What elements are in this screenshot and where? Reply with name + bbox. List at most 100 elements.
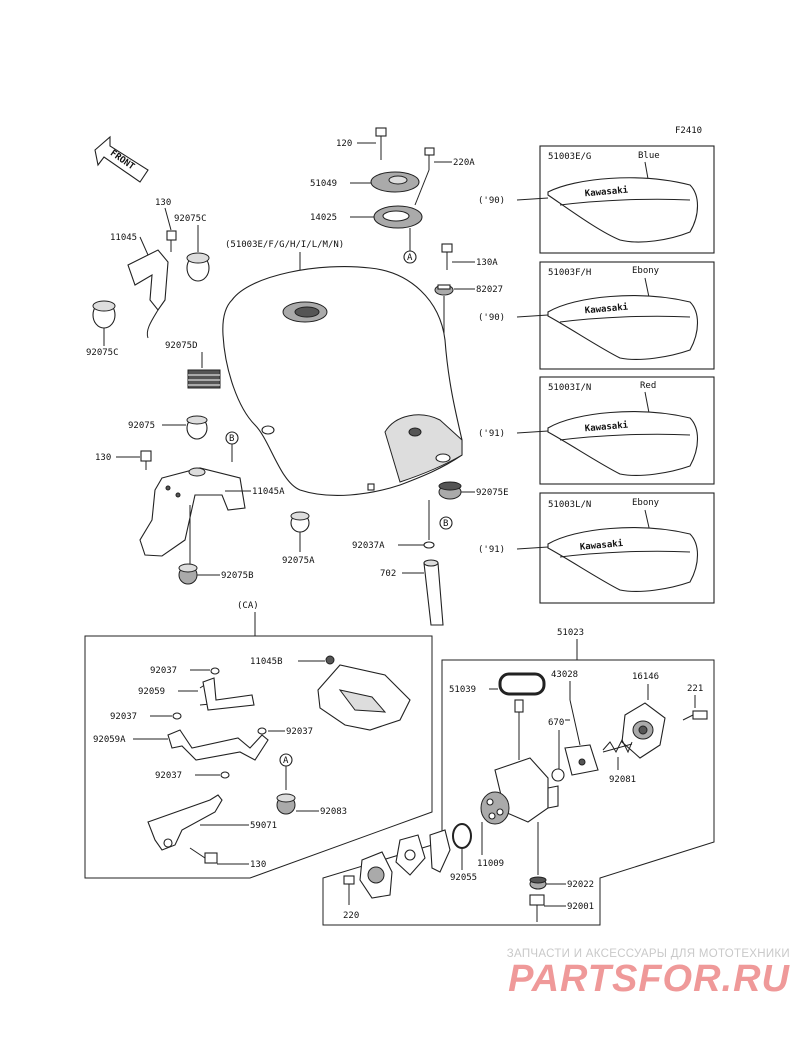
oring-670-icon [551,768,565,782]
variant-3-color: Red [640,381,656,391]
label-670: 670 [548,718,564,728]
variant-box-4: 51003L/N Ebony Kawasaki ('91) [478,492,715,604]
cushion-92075b-icon [178,563,198,585]
screw-221-icon [682,710,708,721]
callout-a-text: A [407,253,413,263]
watermark-logo: PARTSFOR.RU [508,958,790,1000]
variant-2-brand: Kawasaki [584,302,629,317]
label-92075d: 92075D [165,341,198,351]
cushion-92075e-icon [438,481,462,500]
lever-11009-icon [480,791,510,825]
label-130-mid: 130 [95,453,111,463]
front-arrow-icon: FRONT [94,135,149,183]
label-11009: 11009 [477,859,504,869]
label-16146: 16146 [632,672,659,682]
screw-220a-icon [424,147,435,170]
variant-1-code: 51003E/G [548,152,591,162]
label-92055: 92055 [450,873,477,883]
label-130a: 130A [476,258,498,268]
clamp-92037-4-icon [220,771,230,779]
label-43028: 43028 [551,670,578,680]
variant-3-brand: Kawasaki [584,420,629,435]
gasket-icon [359,851,393,899]
pad-92075d-icon [187,369,221,389]
variant-2-code: 51003F/H [548,268,591,278]
label-702: 702 [380,569,396,579]
variant-3-code: 51003I/N [548,383,591,393]
screw-220-icon [343,875,355,905]
grommet-92083-icon [276,793,296,815]
cushion-92075a-icon [290,511,310,533]
cushion-92075-icon [186,415,208,440]
label-92037-2: 92037 [110,712,137,722]
label-14025: 14025 [310,213,337,223]
label-92001: 92001 [567,902,594,912]
bolt-120-icon [375,127,387,160]
variant-box-2: 51003F/H Ebony Kawasaki ('90) [478,261,715,370]
label-59071: 59071 [250,821,277,831]
label-92075c-bot: 92075C [86,348,119,358]
label-92037-3: 92037 [286,727,313,737]
pipe-59071-icon [147,794,223,851]
label-220: 220 [343,911,359,921]
clamp-92037-1-icon [210,667,220,675]
bolt-130-mid-icon [140,450,152,470]
hose-702-icon [423,559,444,626]
label-92037-4: 92037 [155,771,182,781]
hose-92059a-icon [167,729,269,761]
bolt-130a-icon [441,243,453,270]
label-11045b: 11045B [250,657,283,667]
label-92075c-top: 92075C [174,214,207,224]
callout-b-text-2: B [443,519,448,529]
plate-icon [395,829,451,876]
variant-1-brand: Kawasaki [584,185,629,200]
washer-92022-icon [529,876,547,890]
label-11045a: 11045A [252,487,285,497]
oring-92055-icon [452,823,472,849]
label-120: 120 [336,139,352,149]
label-130-top: 130 [155,198,171,208]
callout-b-text-1: B [229,434,234,444]
variant-2-year: ('90) [478,313,505,323]
bolt-130-ca-icon [189,847,218,864]
label-221: 221 [687,684,703,694]
label-11045: 11045 [110,233,137,243]
ca-label: (CA) [237,601,259,611]
variant-3-year: ('91) [478,429,505,439]
label-82027: 82027 [476,285,503,295]
label-92059a: 92059A [93,735,126,745]
label-92075a: 92075A [282,556,315,566]
label-51049: 51049 [310,179,337,189]
clamp-92037-3-icon [257,727,267,735]
label-220a: 220A [453,158,475,168]
clamp-92037-2-icon [172,712,182,720]
watermark-tagline: ЗАПЧАСТИ И АКСЕССУАРЫ ДЛЯ МОТОТЕХНИКИ [506,948,790,960]
oring-51039-icon [498,672,546,696]
variant-1-year: ('90) [478,196,505,206]
bracket-11045a-icon [139,467,246,557]
cushion-92075c-bot-icon [92,300,116,329]
label-92022: 92022 [567,880,594,890]
label-92083: 92083 [320,807,347,817]
cover-16146-icon [621,702,666,759]
label-92059: 92059 [138,687,165,697]
main-tank-label: (51003E/F/G/H/I/L/M/N) [225,240,344,250]
callout-a-text-2: A [283,756,289,766]
label-51023: 51023 [557,628,584,638]
bolt-92001-icon [529,894,545,922]
label-92075e: 92075E [476,488,509,498]
callout-b-circle-2 [439,516,453,530]
label-92037a: 92037A [352,541,385,551]
variant-4-color: Ebony [632,498,660,508]
variant-box-3: 51003I/N Red Kawasaki ('91) [478,376,715,485]
spring-92081-icon [602,738,633,754]
ca-frame [84,635,433,879]
label-51039: 51039 [449,685,476,695]
variant-4-code: 51003L/N [548,500,591,510]
label-92081: 92081 [609,775,636,785]
label-130-ca: 130 [250,860,266,870]
bracket-11045-icon [127,249,169,339]
variant-2-color: Ebony [632,266,660,276]
variant-4-year: ('91) [478,545,505,555]
